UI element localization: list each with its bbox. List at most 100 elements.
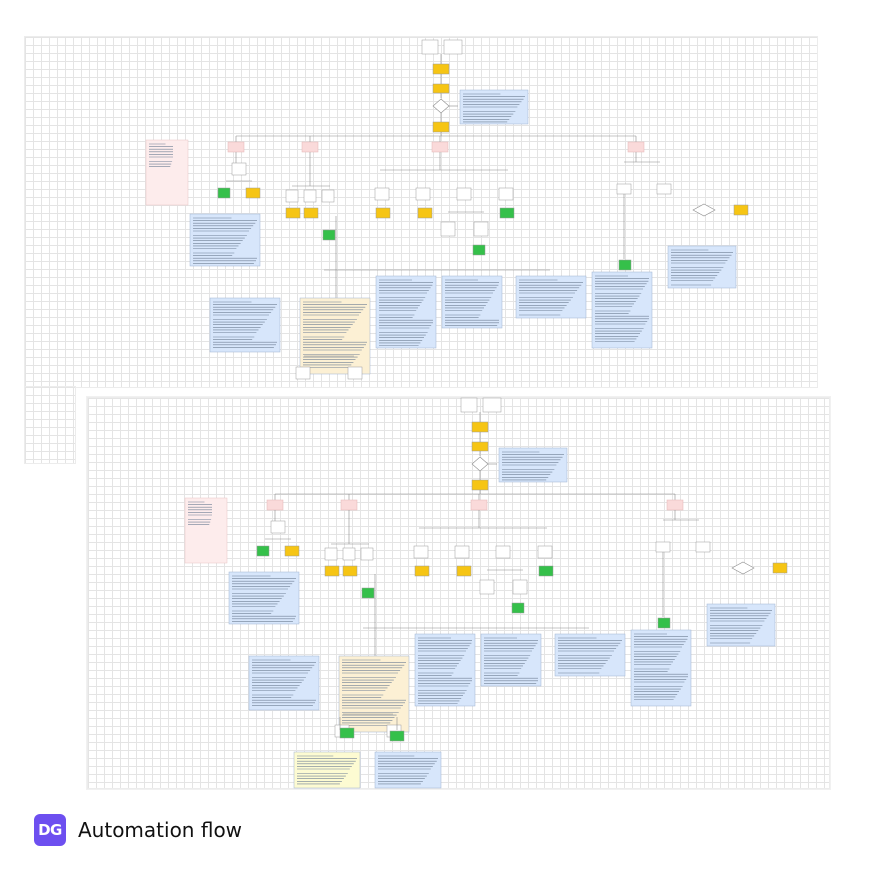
footer: DG Automation flow	[34, 814, 242, 846]
decision-node	[692, 203, 716, 217]
legend-panel	[145, 139, 189, 206]
action-node	[733, 204, 749, 216]
action-node	[417, 207, 433, 219]
end-node	[256, 545, 270, 557]
note-branch-1	[228, 571, 300, 625]
option-node-3	[498, 187, 514, 201]
note-branch-4b-text	[634, 633, 688, 700]
condition-node	[440, 221, 456, 237]
action-node	[471, 479, 489, 491]
note-top-text	[463, 93, 525, 123]
note-bottom-4-text	[484, 637, 538, 684]
note-branch-4-text	[671, 249, 733, 286]
action-node	[303, 207, 319, 219]
option-node	[655, 541, 671, 553]
note-bottom-4	[480, 633, 542, 687]
decision-node	[731, 561, 755, 575]
option-node-0	[324, 547, 338, 561]
end-node	[361, 587, 375, 599]
decision-node	[471, 456, 489, 472]
branch-node-1	[340, 499, 358, 511]
option-node-1	[342, 547, 356, 561]
legend-panel-text	[149, 143, 173, 167]
action-node	[471, 421, 489, 433]
app-logo-text: DG	[38, 821, 62, 839]
option-node-2	[360, 547, 374, 561]
note-branch-4	[706, 603, 776, 647]
note-branch-1-text	[232, 575, 296, 622]
note-branch-4b-text	[595, 275, 649, 342]
end-node	[322, 229, 336, 241]
note-branch-4b	[591, 271, 653, 349]
end-node	[339, 727, 355, 739]
option-node-0	[374, 187, 390, 201]
note-bottom-6	[293, 751, 361, 789]
note-branch-1-text	[193, 217, 257, 264]
note-bottom-5-text	[519, 279, 583, 316]
branch-node-2	[470, 499, 488, 511]
option-node	[695, 541, 711, 553]
note-bottom-5	[515, 275, 587, 319]
note-branch-4-text	[710, 607, 772, 644]
note-bottom-1-text	[213, 301, 277, 348]
end-node	[657, 617, 671, 629]
action-node	[471, 441, 489, 452]
note-bottom-5-text	[558, 637, 622, 674]
action-node	[284, 545, 300, 557]
page-title: Automation flow	[78, 818, 243, 842]
option-node	[656, 183, 672, 195]
condition-node	[231, 162, 247, 176]
note-bottom-1-text	[252, 659, 316, 706]
end-node	[538, 565, 554, 577]
action-node	[772, 562, 788, 574]
child-node	[295, 366, 311, 380]
note-bottom-3-text	[379, 279, 433, 346]
start-node-a	[421, 39, 439, 55]
condition-node	[479, 579, 495, 595]
start-node-a	[460, 397, 478, 413]
condition-node	[473, 221, 489, 237]
flow-canvas-front[interactable]	[87, 397, 830, 789]
option-node-1	[303, 189, 317, 203]
legend-panel-text	[188, 501, 212, 526]
condition-node	[512, 579, 528, 595]
note-bottom-2	[299, 297, 371, 375]
note-branch-4	[667, 245, 737, 289]
note-bottom-3	[414, 633, 476, 707]
branch-node-3	[666, 499, 684, 511]
note-bottom-7-text	[378, 755, 438, 785]
end-node	[472, 244, 486, 256]
action-node	[245, 187, 261, 199]
action-node	[324, 565, 340, 577]
end-node	[217, 187, 231, 199]
note-bottom-2-text	[303, 301, 367, 368]
start-node-b	[482, 397, 502, 413]
option-node-1	[415, 187, 431, 201]
note-branch-4b	[630, 629, 692, 707]
app-logo: DG	[34, 814, 66, 846]
action-node	[285, 207, 301, 219]
child-node	[347, 366, 363, 380]
note-bottom-6-text	[297, 755, 357, 785]
option-node-2	[456, 187, 472, 201]
option-node-2	[321, 189, 335, 203]
action-node	[375, 207, 391, 219]
option-node-0	[413, 545, 429, 559]
branch-node-0	[266, 499, 284, 511]
note-bottom-2-text	[342, 659, 406, 726]
option-node-3	[537, 545, 553, 559]
condition-node	[270, 520, 286, 534]
end-node	[618, 259, 632, 271]
start-node-b	[443, 39, 463, 55]
note-bottom-4	[441, 275, 503, 329]
end-node	[499, 207, 515, 219]
note-branch-1	[189, 213, 261, 267]
end-node	[511, 602, 525, 614]
note-bottom-2	[338, 655, 410, 733]
end-node	[389, 730, 405, 742]
legend-panel	[184, 497, 228, 564]
action-node	[456, 565, 472, 577]
flow-canvas-back-edge	[24, 386, 76, 464]
